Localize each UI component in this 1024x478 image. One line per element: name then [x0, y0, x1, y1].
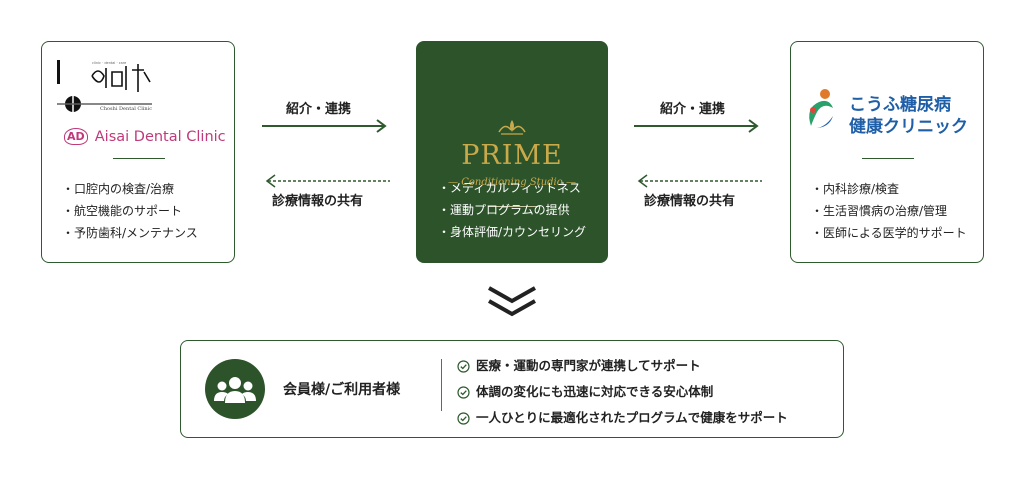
benefit-row: 医療・運動の専門家が連携してサポート — [457, 355, 701, 374]
benefit-text: 体調の変化にも迅速に対応できる安心体制 — [476, 384, 714, 399]
right-divider — [862, 158, 914, 159]
benefit-row: 体調の変化にも迅速に対応できる安心体制 — [457, 381, 713, 400]
clinic-name-line2: 健康クリニック — [849, 117, 968, 137]
check-circle-icon — [457, 412, 470, 425]
members-box: 会員様/ご利用者様 医療・運動の専門家が連携してサポート 体調の変化にも迅速に対… — [180, 340, 844, 438]
list-item: ・航空機能のサポート — [62, 204, 183, 218]
list-item: ・予防歯科/メンテナンス — [62, 226, 198, 240]
right-top-arrow-label: 紹介・連携 — [660, 102, 726, 117]
list-item: ・内科診療/検査 — [811, 182, 900, 196]
list-item: ・生活習慣病の治療/管理 — [811, 204, 948, 218]
aisai-ad-mark: AD — [64, 128, 88, 145]
members-label: 会員様/ご利用者様 — [283, 382, 401, 398]
right-arrow-icon — [262, 119, 387, 133]
benefit-text: 一人ひとりに最適化されたプログラムで健康をサポート — [476, 410, 788, 425]
left-list: ・口腔内の検査/治療 ・航空機能のサポート ・予防歯科/メンテナンス — [62, 178, 198, 244]
left-bottom-arrow-label: 診療情報の共有 — [272, 194, 364, 209]
benefit-text: 医療・運動の専門家が連携してサポート — [476, 358, 701, 373]
members-vertical-divider — [441, 359, 442, 411]
left-dashed-arrow-icon — [637, 174, 762, 188]
users-group-icon — [205, 359, 265, 419]
benefit-row: 一人ひとりに最適化されたプログラムで健康をサポート — [457, 407, 788, 426]
prime-studio-box: PRIME — Conditioning Studio — ・メディカルフィット… — [416, 41, 608, 263]
check-circle-icon — [457, 360, 470, 373]
list-item: ・メディカルフィットネス — [438, 181, 581, 195]
svg-text:clinic · dental · care: clinic · dental · care — [92, 61, 126, 65]
prime-title: PRIME — [461, 140, 563, 171]
center-list-items: ・メディカルフィットネス ・運動プログラムの提供 ・身体評価/カウンセリング — [438, 177, 586, 243]
double-chevron-down-icon — [488, 286, 536, 317]
aisai-clinic-name: Aisai Dental Clinic — [94, 128, 226, 145]
left-divider — [113, 158, 165, 159]
aisai-logo: AD Aisai Dental Clinic — [64, 126, 226, 145]
check-circle-icon — [457, 386, 470, 399]
list-item: ・口腔内の検査/治療 — [62, 182, 175, 196]
dental-clinic-box: clinic · dental · care Choshi Dental Cli… — [41, 41, 235, 263]
clinic-name-line1: こうふ糖尿病 — [849, 95, 951, 115]
left-dashed-arrow-icon — [265, 174, 390, 188]
center-divider — [488, 206, 538, 207]
right-arrow-icon — [634, 119, 759, 133]
prime-subtitle: — Conditioning Studio — — [448, 177, 576, 188]
left-top-arrow-label: 紹介・連携 — [286, 102, 352, 117]
crown-ornament-icon — [498, 120, 526, 135]
dental-logo: clinic · dental · care — [57, 60, 152, 118]
logo-small-text: Choshi Dental Clinic — [100, 106, 153, 112]
list-item: ・身体評価/カウンセリング — [438, 225, 587, 239]
right-list: ・内科診療/検査 ・生活習慣病の治療/管理 ・医師による医学的サポート — [811, 178, 967, 244]
clinic-figure-logo-icon — [809, 89, 833, 128]
diabetes-clinic-box: こうふ糖尿病 健康クリニック ・内科診療/検査 ・生活習慣病の治療/管理 ・医師… — [790, 41, 984, 263]
list-item: ・医師による医学的サポート — [811, 226, 967, 240]
right-bottom-arrow-label: 診療情報の共有 — [644, 194, 736, 209]
list-item: ・運動プログラムの提供 — [438, 203, 570, 217]
